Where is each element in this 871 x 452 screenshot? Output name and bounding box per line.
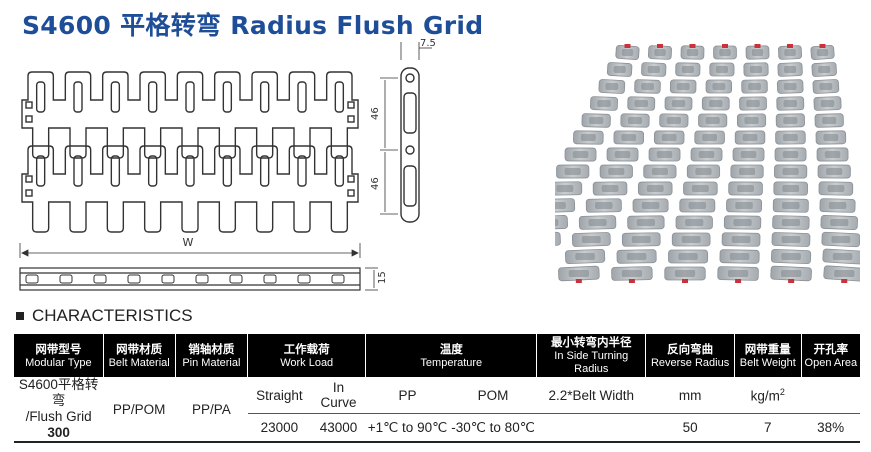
temp-pp-value: +1℃ to 90℃	[367, 419, 448, 435]
weight-unit-cell: kg/m2	[734, 377, 802, 415]
width-label: W	[183, 236, 194, 249]
page-title: S4600 平格转弯 Radius Flush Grid	[22, 11, 484, 40]
modular-type-cell: S4600平格转弯 /Flush Grid 300	[14, 377, 104, 443]
pitch-label-1: 46	[370, 107, 381, 120]
load-straight-label: Straight	[247, 377, 312, 415]
technical-drawing: W 15	[19, 71, 388, 291]
belt-product-image	[555, 44, 860, 283]
profile-view	[19, 267, 361, 291]
thickness-label: 7.5	[420, 38, 436, 49]
load-curve-value: 43000	[319, 420, 358, 436]
temp-pom-label: POM	[449, 377, 537, 415]
load-straight-value: 23000	[260, 420, 299, 436]
pitch-label-2: 46	[370, 177, 381, 190]
bottom-belt-row	[21, 145, 359, 233]
temp-pom-value: -30℃ to 80℃	[451, 419, 535, 435]
width-dimension	[19, 243, 361, 258]
pin-material-cell: PP/PA	[175, 377, 248, 443]
characteristics-heading: CHARACTERISTICS	[16, 306, 193, 326]
profile-slots	[25, 274, 345, 284]
belt-weight-value: 7	[764, 420, 772, 436]
open-area-value: 38%	[817, 420, 845, 436]
temp-pp-label: PP	[365, 377, 450, 415]
table-row: 23000 43000 +1℃ to 90℃ -30℃ to 80℃ 50 7 …	[14, 414, 860, 442]
turning-radius-value-cell	[537, 414, 646, 442]
bullet-square-icon	[16, 312, 24, 320]
belt-links	[555, 44, 860, 283]
turning-radius-cell: 2.2*Belt Width	[536, 377, 646, 415]
height-dimension	[365, 267, 378, 291]
reverse-unit-cell: mm	[645, 377, 735, 415]
reverse-radius-value: 50	[682, 420, 698, 436]
characteristics-title: CHARACTERISTICS	[32, 306, 193, 325]
belt-material-cell: PP/POM	[103, 377, 176, 443]
side-view-detail: 7.5 46 46	[370, 38, 436, 223]
table-row: S4600平格转弯 /Flush Grid 300 PP/POM PP/PA S…	[14, 377, 860, 443]
top-belt-row	[21, 71, 359, 159]
open-area-unit-cell	[801, 377, 860, 415]
load-curve-label: In Curve	[311, 377, 366, 415]
height-label: 15	[377, 271, 388, 284]
